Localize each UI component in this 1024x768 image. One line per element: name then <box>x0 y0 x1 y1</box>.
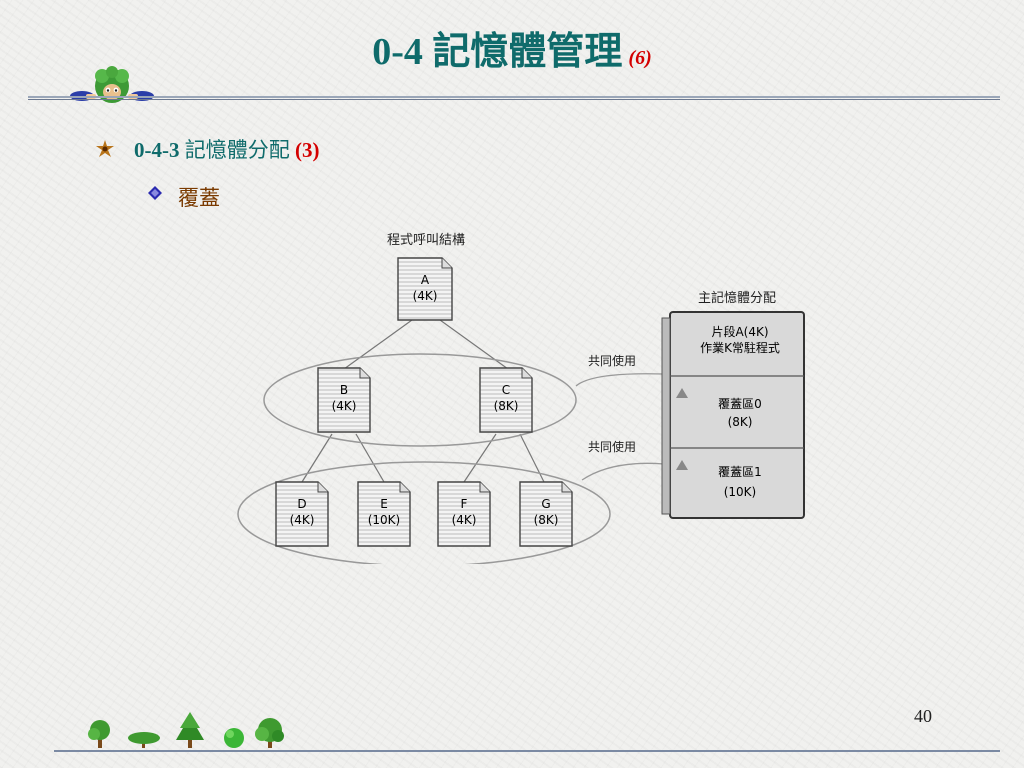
bullet-level1-text: 記憶體分配 <box>184 138 290 162</box>
shared-label-1: 共同使用 <box>588 353 636 368</box>
overlay-diagram: 程式呼叫結構 共同使用 共同使用 A (4K) B (4K) C (8K) <box>237 233 805 564</box>
slide-title-sub: (6) <box>628 47 652 69</box>
tree-title: 程式呼叫結構 <box>387 233 465 248</box>
memory-title: 主記憶體分配 <box>698 290 776 306</box>
diamond-bullet-icon <box>148 186 162 200</box>
shared-group-1 <box>263 353 577 447</box>
page-number: 40 <box>914 706 932 726</box>
svg-text:A: A <box>421 273 430 287</box>
node-g: G (8K) <box>519 481 573 547</box>
trees-decoration-icon <box>88 712 284 748</box>
svg-text:(8K): (8K) <box>494 399 519 413</box>
bullet-level1-sub: (3) <box>295 138 320 162</box>
svg-text:(4K): (4K) <box>290 513 315 527</box>
node-b: B (4K) <box>317 367 371 433</box>
svg-text:D: D <box>297 497 306 511</box>
node-c: C (8K) <box>479 367 533 433</box>
svg-text:(10K): (10K) <box>368 513 401 527</box>
title-divider-shadow <box>28 99 1000 100</box>
svg-text:(4K): (4K) <box>452 513 477 527</box>
svg-text:C: C <box>502 383 510 397</box>
star-bullet-icon <box>96 140 114 157</box>
svg-text:(4K): (4K) <box>413 289 438 303</box>
bullet-level2: 覆蓋 <box>178 186 220 210</box>
shared-group-2 <box>237 461 611 564</box>
memory-block: 片段A(4K) 作業K常駐程式 覆蓋區0 (8K) 覆蓋區1 (10K) <box>661 311 805 519</box>
slide-title: 0-4 記憶體管理(6) <box>0 28 1024 82</box>
node-e: E (10K) <box>357 481 411 547</box>
bullet-level1-num: 0-4-3 <box>134 138 180 162</box>
tree-edges <box>301 319 545 483</box>
memory-seg1-line1: 覆蓋區0 <box>718 397 762 411</box>
footer-divider <box>54 750 1000 752</box>
svg-text:(4K): (4K) <box>332 399 357 413</box>
slide-title-main: 0-4 記憶體管理 <box>372 31 623 73</box>
memory-seg0-line1: 片段A(4K) <box>711 324 768 339</box>
memory-seg2-line1: 覆蓋區1 <box>718 465 762 479</box>
memory-seg1-line2: (8K) <box>728 415 753 429</box>
node-f: F (4K) <box>437 481 491 547</box>
node-a: A (4K) <box>397 257 453 321</box>
node-d: D (4K) <box>275 481 329 547</box>
title-divider <box>28 96 1000 98</box>
svg-text:(8K): (8K) <box>534 513 559 527</box>
svg-text:E: E <box>380 497 388 511</box>
memory-seg2-line2: (10K) <box>724 485 757 499</box>
svg-text:F: F <box>461 497 468 511</box>
svg-text:G: G <box>541 497 550 511</box>
bullet-level1: 0-4-3 記憶體分配 (3) <box>134 134 320 164</box>
svg-text:B: B <box>340 383 348 397</box>
shared-label-2: 共同使用 <box>588 439 636 454</box>
mascot-icon <box>70 66 154 103</box>
memory-seg0-line2: 作業K常駐程式 <box>700 340 780 355</box>
